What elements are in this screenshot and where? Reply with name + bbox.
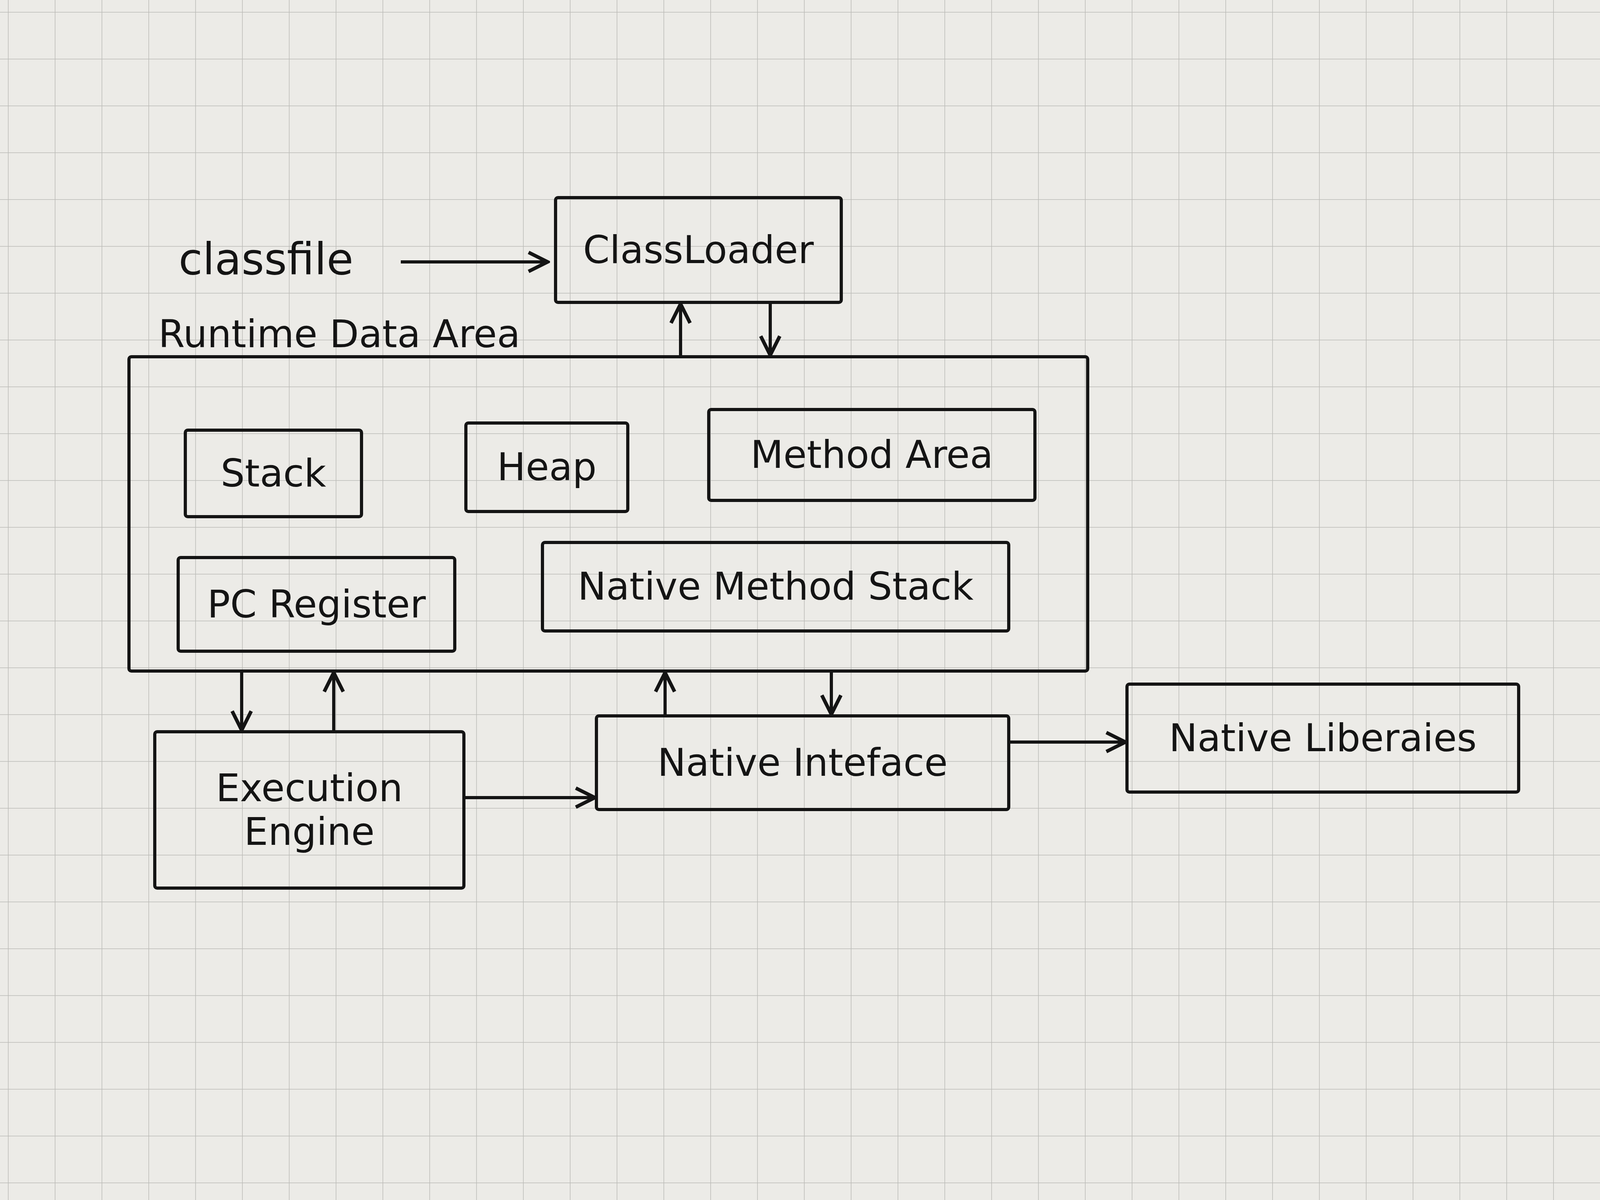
flow-arrow <box>1010 740 1126 744</box>
flow-arrow <box>829 672 833 715</box>
flow-arrow <box>465 796 595 800</box>
flow-arrow <box>332 672 336 731</box>
input-arrow <box>400 260 548 264</box>
memory-box: Heap <box>464 421 630 514</box>
box-label: Native Inteface <box>657 740 949 785</box>
input-label: classfile <box>178 234 354 285</box>
memory-box: Native Method Stack <box>540 540 1011 633</box>
area-heading: Runtime Data Area <box>158 312 521 356</box>
memory-box: Stack <box>183 428 364 519</box>
box-label: Heap <box>496 445 597 489</box>
box-label: PC Register <box>207 582 426 627</box>
engine-box: Execution Engine <box>153 730 466 890</box>
memory-box: PC Register <box>176 555 457 653</box>
box-label: Native Liberaies <box>1169 716 1477 760</box>
interface-box: Native Inteface <box>594 714 1011 812</box>
box-label: Native Method Stack <box>577 564 974 609</box>
flow-arrow <box>768 303 772 356</box>
flow-arrow <box>678 303 683 356</box>
box-label: Stack <box>220 451 327 496</box>
memory-box: Method Area <box>707 407 1037 502</box>
runtime-area-box: Runtime Data AreaStackHeapMethod AreaPC … <box>127 355 1090 673</box>
library-box: Native Liberaies <box>1125 682 1521 794</box>
box-label: Execution Engine <box>156 766 463 854</box>
box-label: Method Area <box>750 432 993 477</box>
box-label: ClassLoader <box>582 228 814 272</box>
flow-arrow <box>663 672 667 715</box>
flow-arrow <box>240 672 244 731</box>
class-loader-box: ClassLoader <box>553 196 843 304</box>
